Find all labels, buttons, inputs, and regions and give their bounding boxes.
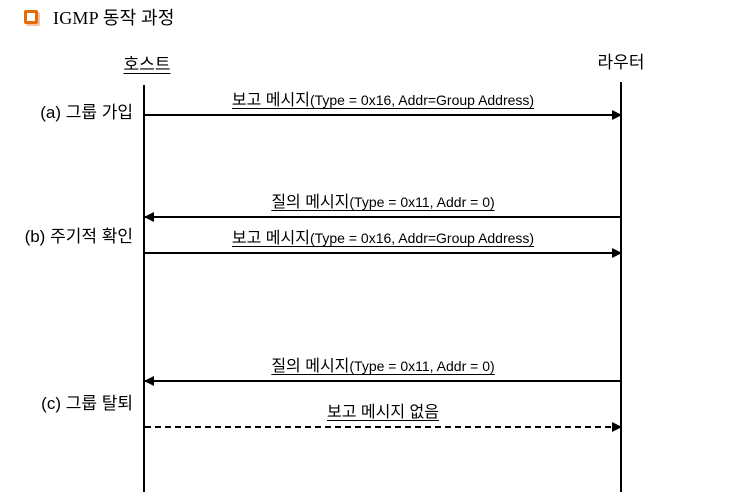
message-detail: (Type = 0x11, Addr = 0) (349, 358, 495, 374)
message-detail: (Type = 0x11, Addr = 0) (349, 194, 495, 210)
message-label-query-c: 질의 메시지(Type = 0x11, Addr = 0) (271, 355, 494, 378)
arrow-shaft (145, 216, 621, 218)
section-label-a: (a) 그룹 가입 (40, 103, 133, 122)
arrow-shaft-dashed (145, 426, 621, 428)
arrowhead-right-icon (612, 110, 622, 120)
orange-square-bullet-icon (24, 10, 38, 24)
arrow-shaft (145, 252, 621, 254)
arrowhead-left-icon (144, 376, 154, 386)
message-detail: (Type = 0x16, Addr=Group Address) (309, 92, 535, 108)
message-detail: (Type = 0x16, Addr=Group Address) (309, 230, 535, 246)
message-label-query-b: 질의 메시지(Type = 0x11, Addr = 0) (271, 191, 494, 214)
message-korean: 보고 메시지 없음 (327, 404, 439, 421)
slide-title-row: IGMP 동작 과정 (24, 6, 175, 30)
lifeline-host (143, 85, 145, 492)
message-label-report-a: 보고 메시지(Type = 0x16, Addr=Group Address) (232, 89, 534, 112)
message-korean: 질의 메시지 (271, 358, 350, 375)
arrowhead-right-icon (612, 422, 622, 432)
section-label-b: (b) 주기적 확인 (24, 227, 133, 246)
actor-label-host: 호스트 (123, 55, 171, 74)
arrowhead-right-icon (612, 248, 622, 258)
arrow-shaft (145, 114, 621, 116)
message-korean: 보고 메시지 (231, 230, 310, 247)
message-korean: 질의 메시지 (271, 194, 350, 211)
arrow-shaft (145, 380, 621, 382)
arrowhead-left-icon (144, 212, 154, 222)
section-label-c: (c) 그룹 탈퇴 (41, 394, 133, 413)
message-label-no-report-c: 보고 메시지 없음 (327, 401, 439, 424)
message-korean: 보고 메시지 (231, 92, 310, 109)
actor-label-router: 라우터 (597, 53, 645, 72)
message-label-report-b: 보고 메시지(Type = 0x16, Addr=Group Address) (232, 227, 534, 250)
lifeline-router (620, 82, 622, 492)
page-title: IGMP 동작 과정 (53, 8, 175, 28)
